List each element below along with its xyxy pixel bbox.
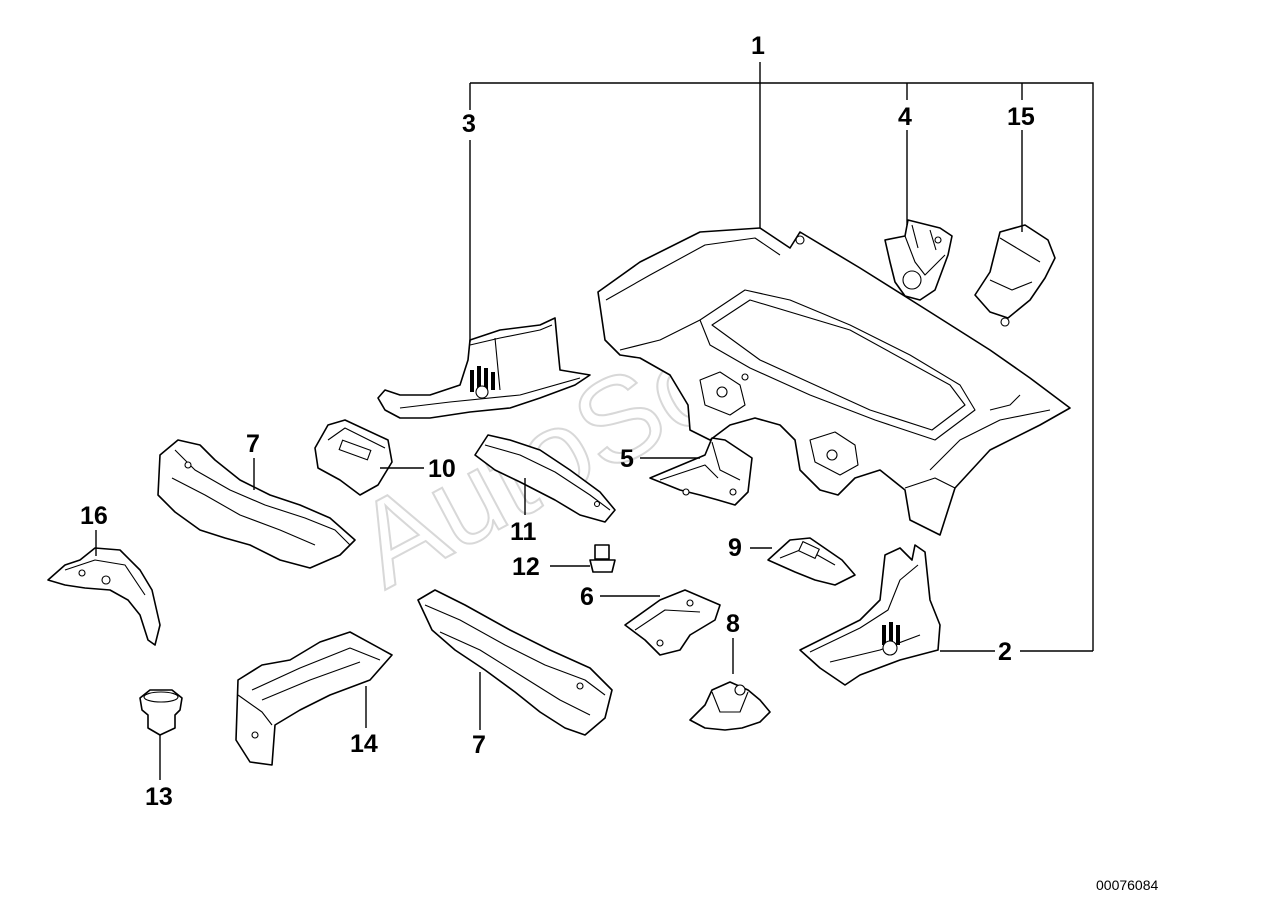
callout-9: 9 xyxy=(728,534,742,562)
callout-13: 13 xyxy=(145,783,173,811)
part-7-lower-floor-channel xyxy=(417,589,613,736)
part-5-bracket xyxy=(649,437,753,506)
part-2-right-spring-seat xyxy=(799,544,941,686)
leader-lines xyxy=(95,62,1094,780)
callout-14: 14 xyxy=(350,730,378,758)
part-12-bolt xyxy=(589,544,616,573)
callout-6: 6 xyxy=(580,583,594,611)
callout-7-lower: 7 xyxy=(472,731,486,759)
part-10-clip-bracket xyxy=(314,419,393,496)
callout-5: 5 xyxy=(620,445,634,473)
part-6-plate-bracket xyxy=(624,589,721,656)
part-13-plug xyxy=(139,689,183,736)
callout-4: 4 xyxy=(898,103,912,131)
callout-2: 2 xyxy=(998,638,1012,666)
callout-10: 10 xyxy=(428,455,456,483)
part-3-left-spring-seat xyxy=(377,317,591,419)
part-8-mount xyxy=(689,681,771,731)
part-16-bracket xyxy=(47,547,161,646)
part-15-bracket xyxy=(974,224,1056,327)
callout-16: 16 xyxy=(80,502,108,530)
callout-15: 15 xyxy=(1007,103,1035,131)
part-9-clip-bracket xyxy=(767,537,856,586)
part-11-cross-member xyxy=(474,434,616,523)
callout-11: 11 xyxy=(510,518,537,546)
part-7-upper-floor-channel xyxy=(157,439,356,569)
part-4-bracket xyxy=(884,219,953,301)
reference-number: 00076084 xyxy=(1096,877,1159,893)
callouts: 1 2 3 4 5 6 7 7 8 9 10 11 12 13 14 15 16 xyxy=(80,32,1035,811)
callout-12: 12 xyxy=(512,553,540,581)
callout-7-upper: 7 xyxy=(246,430,260,458)
part-14-tray-bracket xyxy=(235,631,393,766)
callout-1: 1 xyxy=(751,32,765,60)
callout-3: 3 xyxy=(462,110,476,138)
callout-8: 8 xyxy=(726,610,740,638)
part-1-rear-floor-panel xyxy=(597,227,1071,536)
